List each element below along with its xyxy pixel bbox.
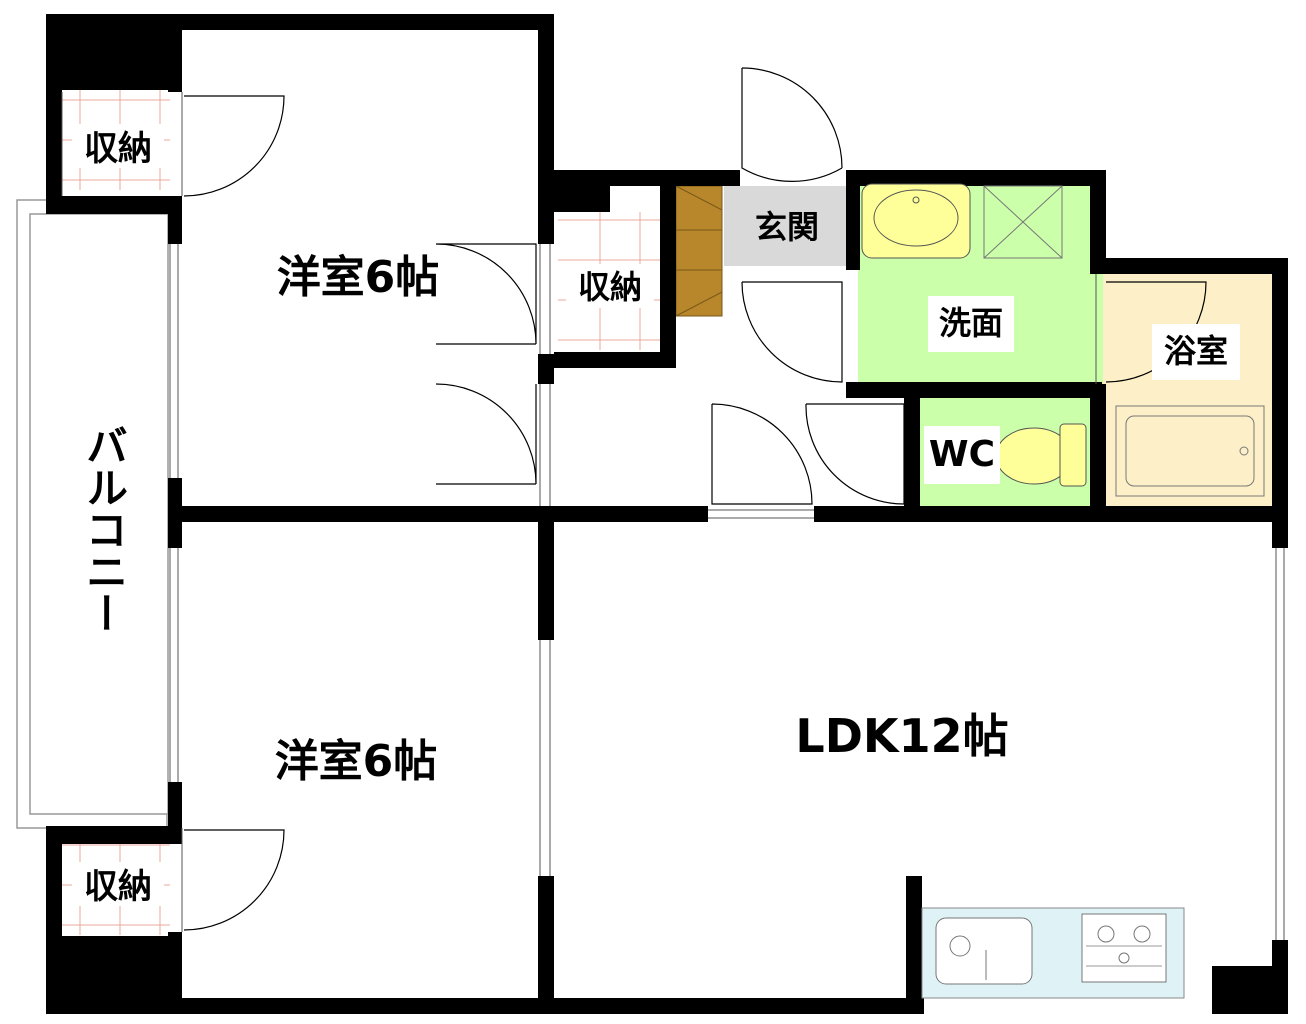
washbasin [861, 183, 971, 259]
label-entrance: 玄関 [755, 208, 819, 246]
toilet-fixture [995, 423, 1087, 487]
balcony-inner [29, 213, 169, 815]
bathroom-floor [1103, 273, 1277, 506]
walls [46, 14, 1288, 1014]
kitchen-counter [921, 907, 1185, 999]
label-balcony: バルコニー [80, 424, 129, 634]
label-bathroom: 浴室 [1164, 332, 1228, 370]
doors [183, 67, 1207, 931]
bathtub [1115, 405, 1265, 497]
label-western-room-top: 洋室6帖 [277, 252, 440, 303]
label-toilet: WC [929, 434, 995, 475]
label-ldk: LDK12帖 [795, 709, 1008, 763]
washing-machine [983, 185, 1063, 259]
label-western-room-bottom: 洋室6帖 [275, 736, 438, 787]
label-storage-bottom-left: 収納 [84, 867, 152, 907]
shoe-cabinet [675, 185, 723, 317]
label-storage-top-left: 収納 [84, 129, 152, 169]
entrance-floor [724, 186, 848, 266]
windows [61, 92, 1285, 940]
label-storage-center: 収納 [578, 268, 642, 306]
label-washroom: 洗面 [939, 304, 1003, 342]
